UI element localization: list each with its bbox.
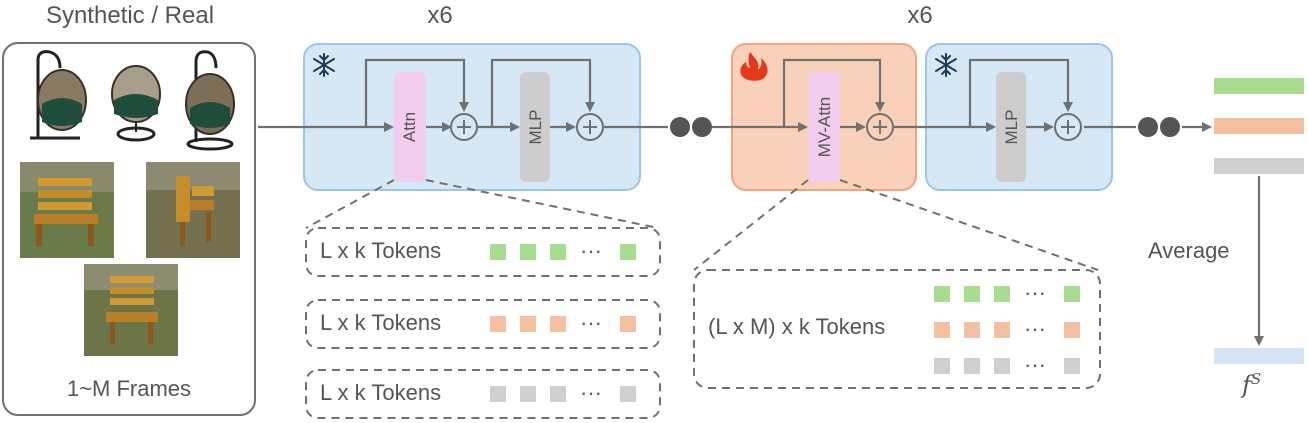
egg-chair-image	[30, 50, 87, 140]
mv-token-ellipsis: ···	[1024, 352, 1046, 377]
mv-attn-layer	[808, 72, 840, 182]
token-square	[620, 316, 636, 332]
mlp-layer	[520, 72, 550, 182]
mv-token-label: (L x M) x k Tokens	[708, 314, 886, 339]
snowflake-icon	[313, 53, 335, 77]
output-token-bar	[1214, 78, 1304, 94]
token-square	[964, 286, 980, 302]
token-square	[1064, 358, 1080, 374]
mlp-layer	[996, 72, 1026, 182]
egg-chair-image	[185, 50, 235, 151]
continuation-dots-icon	[670, 117, 712, 137]
token-square	[994, 358, 1010, 374]
token-square	[520, 244, 536, 260]
output-token-bar	[1214, 118, 1304, 134]
token-square	[550, 244, 566, 260]
token-square	[490, 244, 506, 260]
averaged-feature-bar	[1214, 348, 1304, 364]
mv-token-box	[693, 269, 1101, 389]
mv-token-ellipsis: ···	[1024, 316, 1046, 341]
token-square	[964, 358, 980, 374]
token-square	[620, 244, 636, 260]
egg-chair-image	[111, 65, 161, 142]
token-square	[520, 386, 536, 402]
token-square	[1064, 286, 1080, 302]
token-square	[934, 322, 950, 338]
mlp-label: MLP	[526, 110, 545, 145]
token-square	[490, 316, 506, 332]
token-square	[1064, 322, 1080, 338]
token-square	[964, 322, 980, 338]
token-group-ellipsis: ···	[580, 310, 602, 335]
token-square	[550, 316, 566, 332]
input-panel-caption: 1~M Frames	[66, 376, 192, 401]
frozen-block-repeat-label: x6	[427, 2, 453, 29]
residual-add-icon	[866, 113, 894, 141]
feature-superscript: S	[1250, 370, 1262, 388]
token-group-ellipsis: ···	[580, 238, 602, 263]
residual-add-icon	[576, 113, 604, 141]
mlp-label: MLP	[1002, 110, 1021, 145]
attn-layer	[394, 72, 426, 182]
token-square	[520, 316, 536, 332]
token-square	[550, 386, 566, 402]
token-square	[994, 286, 1010, 302]
mv-attn-label: MV-Attn	[815, 97, 834, 157]
feature-symbol: f	[1242, 371, 1251, 399]
input-frames-illustration	[20, 50, 240, 356]
token-square	[934, 286, 950, 302]
residual-add-icon	[450, 113, 478, 141]
flame-icon	[740, 52, 768, 81]
snowflake-icon	[935, 53, 957, 77]
bench-photo	[20, 162, 114, 258]
input-panel	[2, 42, 256, 416]
bench-photo	[84, 264, 178, 356]
token-group-ellipsis: ···	[580, 380, 602, 405]
trainable-block-repeat-label: x6	[907, 2, 933, 29]
token-group-label: L x k Tokens	[320, 310, 442, 335]
token-square	[490, 386, 506, 402]
token-group-label: L x k Tokens	[320, 238, 442, 263]
bench-photo	[146, 162, 240, 258]
token-square	[994, 322, 1010, 338]
token-group-label: L x k Tokens	[320, 380, 442, 405]
input-panel-title: Synthetic / Real	[45, 2, 215, 29]
feature-label: fS	[1242, 370, 1261, 399]
average-label: Average	[1148, 238, 1230, 263]
residual-add-icon	[1054, 113, 1082, 141]
token-square	[934, 358, 950, 374]
continuation-dots-icon	[1138, 117, 1180, 137]
output-token-bar	[1214, 158, 1304, 174]
mv-token-ellipsis: ···	[1024, 280, 1046, 305]
attn-label: Attn	[400, 112, 419, 142]
token-square	[620, 386, 636, 402]
